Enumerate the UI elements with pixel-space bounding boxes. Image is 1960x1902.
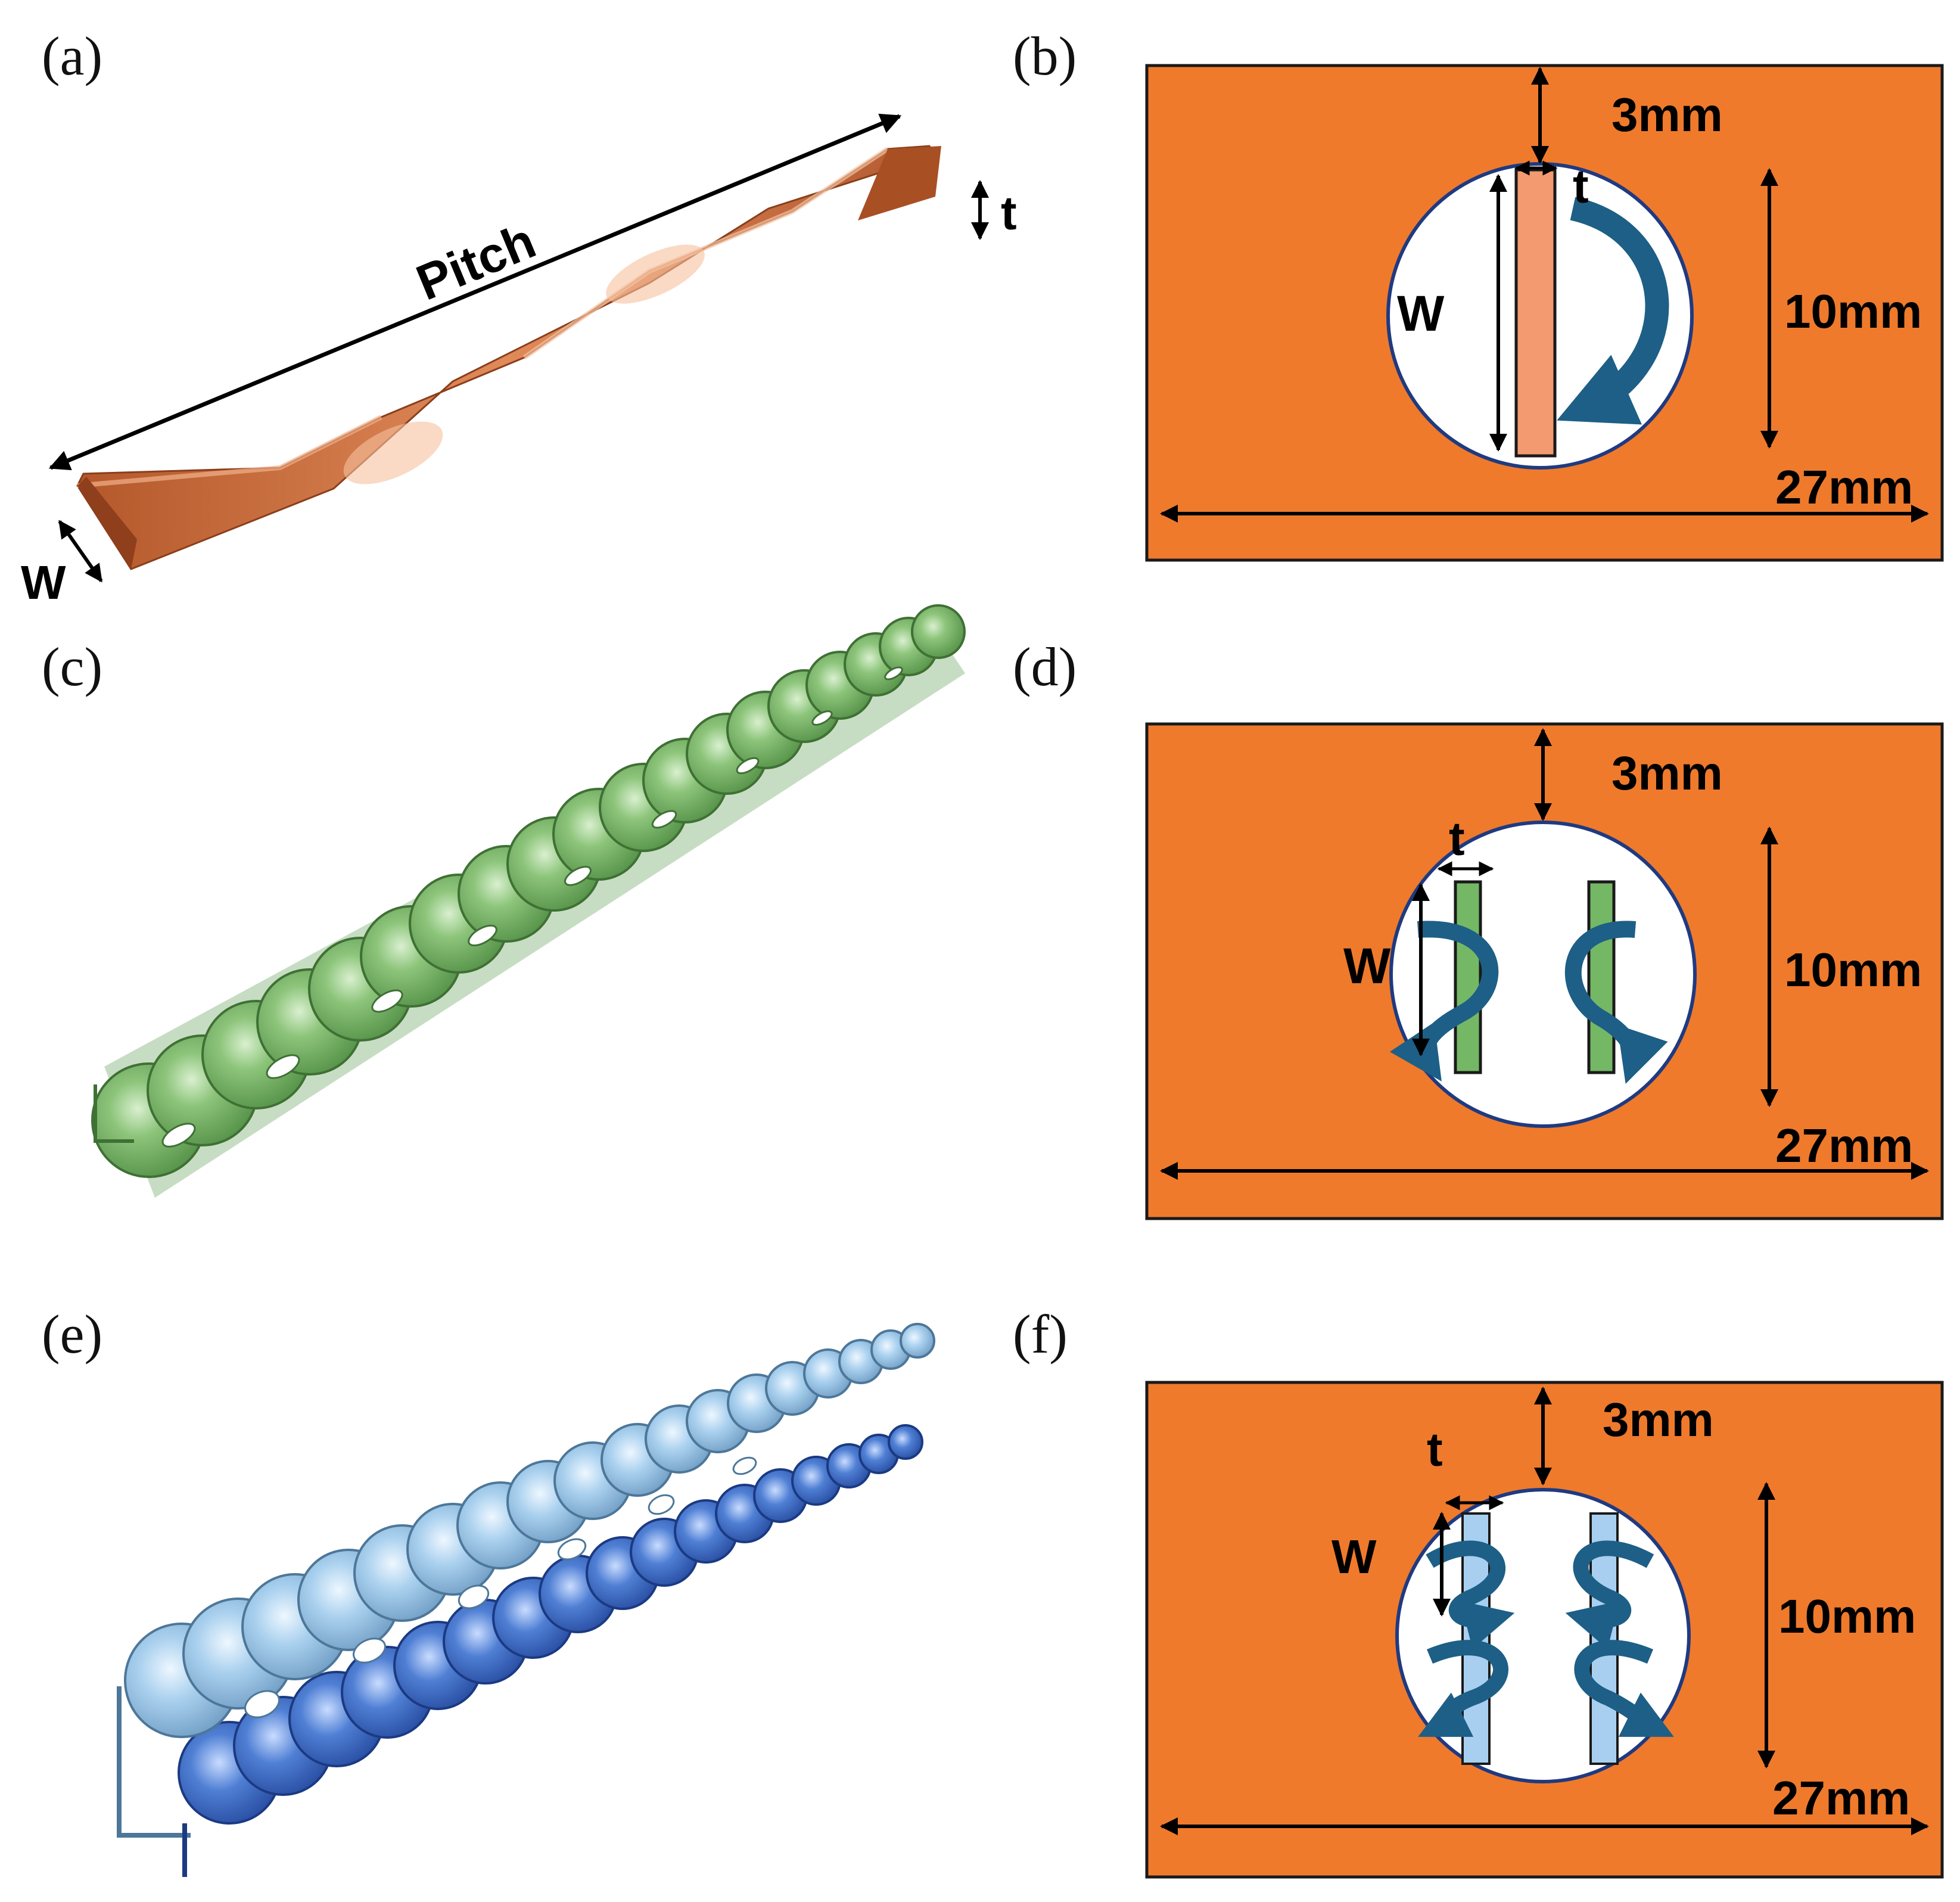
diameter-label-f: 10mm [1778, 1590, 1916, 1643]
swirl-arrow-f-upper-right [1565, 1540, 1654, 1649]
w-label-a: W [21, 556, 66, 609]
panel-d-label: (d) [1013, 636, 1077, 697]
panel-c: (c) [42, 604, 966, 1198]
panel-a-label: (a) [42, 26, 102, 86]
panel-f-label: (f) [1013, 1304, 1068, 1365]
pitch-label: Pitch [409, 212, 543, 310]
length-label-f: 27mm [1772, 1772, 1910, 1825]
swirl-arrow-f-upper-left [1426, 1540, 1515, 1649]
green-tape-right [1587, 880, 1616, 1074]
panel-d: (d) W t 3mm 10mm 27mm [1013, 636, 1944, 1220]
swirl-arrow-f-lower-left [1418, 1640, 1508, 1737]
swirl-arrow-f-lower-right [1574, 1640, 1674, 1737]
panel-f: (f) W t 3mm 10mm 27mm [1013, 1304, 1944, 1879]
single-tape-b [1514, 168, 1557, 458]
gap-label-f: 3mm [1603, 1393, 1714, 1446]
t-label-a: t [1001, 187, 1017, 240]
panel-b: (b) W t 3mm 10mm 27mm [1013, 26, 1944, 562]
gap-label-d: 3mm [1611, 747, 1723, 800]
green-twisted-tape-bundle [91, 604, 966, 1198]
w-label-b: W [1397, 285, 1445, 341]
t-label-d: t [1449, 812, 1465, 865]
copper-twisted-tape [76, 145, 941, 570]
length-label-d: 27mm [1775, 1119, 1913, 1172]
swirl-arrow-d-right [1564, 921, 1668, 1084]
green-tape-left [1454, 880, 1482, 1074]
t-label-f: t [1427, 1423, 1443, 1476]
pitch-arrow [48, 113, 902, 471]
length-label-b: 27mm [1775, 461, 1913, 514]
panel-a: (a) Pitch t W [21, 26, 1017, 609]
width-arrow-a [58, 520, 103, 583]
swirl-arrow-b [1557, 197, 1669, 425]
diameter-label-d: 10mm [1784, 943, 1922, 996]
panel-c-label: (c) [42, 636, 102, 697]
gap-label-b: 3mm [1611, 88, 1723, 141]
panel-e: (e) [42, 1304, 935, 1877]
t-label-b: t [1573, 160, 1589, 213]
dual-twisted-tape-bundle [117, 1323, 935, 1877]
tube-cross-section-d [1389, 821, 1697, 1128]
panel-e-label: (e) [42, 1304, 102, 1365]
diameter-label-b: 10mm [1784, 285, 1922, 338]
w-label-d: W [1343, 938, 1391, 994]
w-label-f: W [1331, 1530, 1377, 1583]
panel-b-label: (b) [1013, 26, 1077, 86]
